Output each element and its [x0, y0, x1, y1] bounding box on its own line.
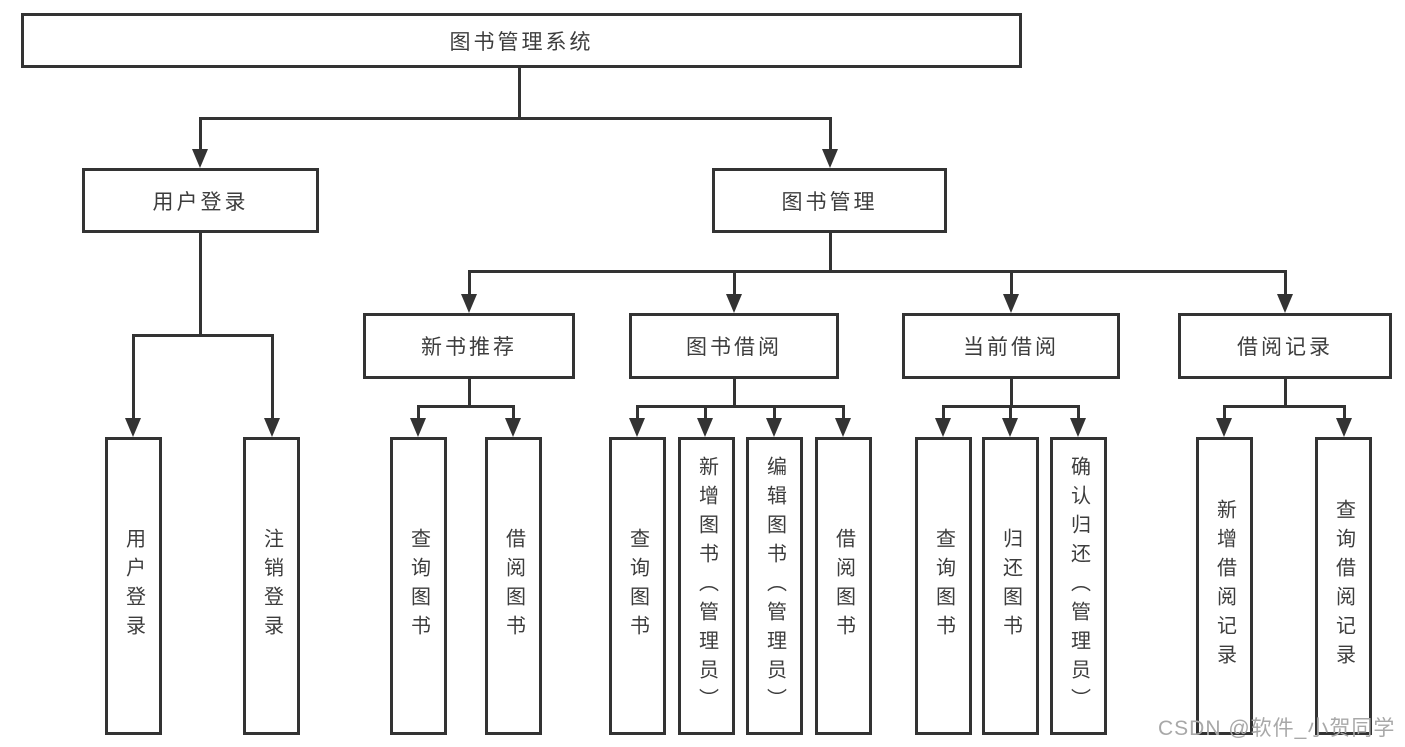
- connector-user-login-hline: [132, 334, 274, 337]
- leaf-add-books-admin: 新增图书（管理员）: [678, 437, 735, 735]
- node-current-borrow: 当前借阅: [902, 313, 1120, 379]
- connector-book-borrow-hline: [636, 405, 845, 408]
- connector-to-borrow-books-2-stem: [842, 405, 845, 420]
- leaf-logout: 注销登录: [243, 437, 300, 735]
- arrow-down-icon: [697, 418, 713, 437]
- leaf-confirm-return-admin: 确认归还（管理员）: [1050, 437, 1107, 735]
- connector-to-return-books-stem: [1009, 405, 1012, 420]
- arrow-down-icon: [1002, 418, 1018, 437]
- arrow-down-icon: [192, 149, 208, 168]
- connector-to-book-management-stem: [829, 117, 832, 151]
- node-borrow-records: 借阅记录: [1178, 313, 1392, 379]
- arrow-down-icon: [935, 418, 951, 437]
- node-root: 图书管理系统: [21, 13, 1022, 68]
- connector-current-borrow-stem: [1010, 377, 1013, 408]
- connector-to-query-record-stem: [1343, 405, 1346, 420]
- leaf-edit-books-admin: 编辑图书（管理员）: [746, 437, 803, 735]
- arrow-down-icon: [461, 294, 477, 313]
- leaf-user-login: 用户登录: [105, 437, 162, 735]
- connector-to-query-books-2-stem: [636, 405, 639, 420]
- connector-borrow-records-stem: [1284, 377, 1287, 408]
- arrow-down-icon: [1336, 418, 1352, 437]
- arrow-down-icon: [629, 418, 645, 437]
- connector-user-login-stem: [199, 231, 202, 337]
- connector-root-stem: [518, 66, 521, 120]
- leaf-query-books-3: 查询图书: [915, 437, 972, 735]
- connector-book-management-hline: [468, 270, 1287, 273]
- connector-to-edit-books-stem: [773, 405, 776, 420]
- arrow-down-icon: [505, 418, 521, 437]
- node-new-book-recommend: 新书推荐: [363, 313, 575, 379]
- arrow-down-icon: [766, 418, 782, 437]
- connector-book-borrow-stem: [733, 377, 736, 408]
- leaf-add-borrow-record: 新增借阅记录: [1196, 437, 1253, 735]
- arrow-down-icon: [726, 294, 742, 313]
- connector-to-current-borrow-stem: [1010, 270, 1013, 296]
- arrow-down-icon: [822, 149, 838, 168]
- arrow-down-icon: [1216, 418, 1232, 437]
- connector-to-leaf-logout-stem: [271, 334, 274, 419]
- connector-to-add-record-stem: [1223, 405, 1226, 420]
- connector-to-confirm-return-stem: [1077, 405, 1080, 420]
- connector-to-user-login-stem: [199, 117, 202, 151]
- node-book-borrow: 图书借阅: [629, 313, 839, 379]
- connector-book-management-stem: [829, 231, 832, 273]
- leaf-borrow-books-1: 借阅图书: [485, 437, 542, 735]
- leaf-query-books-2: 查询图书: [609, 437, 666, 735]
- connector-to-query-books-1-stem: [417, 405, 420, 420]
- arrow-down-icon: [1003, 294, 1019, 313]
- connector-new-book-recommend-hline: [417, 405, 515, 408]
- arrow-down-icon: [1070, 418, 1086, 437]
- connector-to-leaf-user-login-stem: [132, 334, 135, 419]
- arrow-down-icon: [835, 418, 851, 437]
- arrow-down-icon: [1277, 294, 1293, 313]
- node-book-management: 图书管理: [712, 168, 947, 233]
- leaf-query-borrow-record: 查询借阅记录: [1315, 437, 1372, 735]
- connector-new-book-recommend-stem: [468, 377, 471, 408]
- arrow-down-icon: [264, 418, 280, 437]
- connector-root-hline: [199, 117, 832, 120]
- connector-to-add-books-stem: [704, 405, 707, 420]
- leaf-return-books: 归还图书: [982, 437, 1039, 735]
- leaf-query-books-1: 查询图书: [390, 437, 447, 735]
- leaf-borrow-books-2: 借阅图书: [815, 437, 872, 735]
- connector-to-borrow-books-1-stem: [512, 405, 515, 420]
- watermark: CSDN @软件_小贺同学: [1158, 717, 1396, 740]
- connector-to-query-books-3-stem: [942, 405, 945, 420]
- connector-to-new-book-recommend-stem: [468, 270, 471, 296]
- arrow-down-icon: [410, 418, 426, 437]
- connector-to-book-borrow-stem: [733, 270, 736, 296]
- connector-to-borrow-records-stem: [1284, 270, 1287, 296]
- connector-borrow-records-hline: [1223, 405, 1345, 408]
- node-user-login: 用户登录: [82, 168, 319, 233]
- arrow-down-icon: [125, 418, 141, 437]
